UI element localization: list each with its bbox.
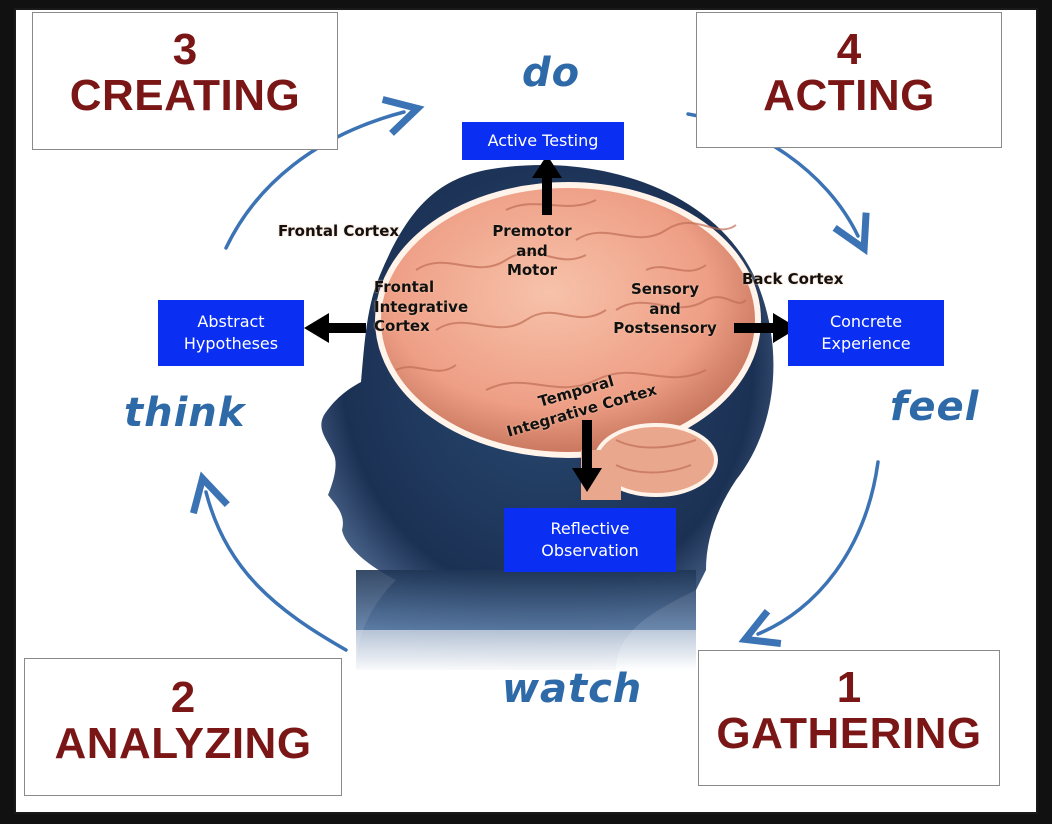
region-frontal-cortex: Frontal Cortex <box>278 222 400 240</box>
region-premotor-line1: Premotor <box>492 222 572 240</box>
stage-acting-label: ACTING <box>763 71 935 121</box>
abstract-hypotheses-box: Abstract Hypotheses <box>158 300 304 366</box>
stage-acting-number: 4 <box>836 25 862 74</box>
stage-gathering-box: 1 GATHERING <box>698 650 1000 786</box>
region-sensory: Sensory and Postsensory <box>602 280 728 339</box>
region-sensory-line1: Sensory <box>630 280 700 298</box>
stage-creating-label: CREATING <box>69 71 301 121</box>
center-arrows <box>304 155 798 492</box>
reflective-observation-box: Reflective Observation <box>504 508 676 572</box>
mode-watch: watch <box>502 666 643 712</box>
region-frontal-integrative-line2: Integrative <box>374 297 469 316</box>
abstract-hypotheses-line2: Hypotheses <box>183 334 279 353</box>
stage-acting-box: 4 ACTING <box>696 12 1002 148</box>
region-frontal-integrative: Frontal Integrative Cortex <box>374 278 498 337</box>
concrete-experience-line1: Concrete <box>829 312 903 332</box>
neck-highlight <box>346 630 706 680</box>
region-back-cortex: Back Cortex <box>742 270 844 288</box>
cycle-arrows <box>206 112 880 652</box>
active-testing-label: Active Testing <box>487 131 599 151</box>
brain <box>375 182 761 458</box>
diagram-canvas: 3 CREATING 4 ACTING 2 ANALYZING 1 GATHER… <box>14 8 1038 814</box>
region-premotor-line2: and <box>516 241 548 260</box>
diagram-graphics <box>16 10 880 680</box>
stage-analyzing-box: 2 ANALYZING <box>24 658 342 796</box>
region-frontal-integrative-line1: Frontal <box>374 278 435 296</box>
concrete-experience-box: Concrete Experience <box>788 300 944 366</box>
reflective-observation-line1: Reflective <box>550 519 630 539</box>
mode-do: do <box>522 50 581 96</box>
abstract-hypotheses-line1: Abstract <box>197 312 265 332</box>
region-premotor: Premotor and Motor <box>482 222 582 281</box>
stage-creating-box: 3 CREATING <box>32 12 338 150</box>
reflective-observation-line2: Observation <box>541 541 639 560</box>
concrete-experience-line2: Experience <box>821 334 911 353</box>
stage-creating-number: 3 <box>172 25 198 74</box>
region-sensory-line3: Postsensory <box>613 319 717 337</box>
region-frontal-integrative-line3: Cortex <box>374 317 430 335</box>
stage-analyzing-label: ANALYZING <box>54 719 312 769</box>
active-testing-box: Active Testing <box>462 122 624 160</box>
stage-gathering-number: 1 <box>836 663 862 712</box>
stage-analyzing-number: 2 <box>170 673 196 722</box>
mode-feel: feel <box>890 384 980 430</box>
region-sensory-line2: and <box>649 299 681 318</box>
region-premotor-line3: Motor <box>506 261 558 279</box>
stage-gathering-label: GATHERING <box>716 709 982 759</box>
mode-think: think <box>124 390 246 436</box>
